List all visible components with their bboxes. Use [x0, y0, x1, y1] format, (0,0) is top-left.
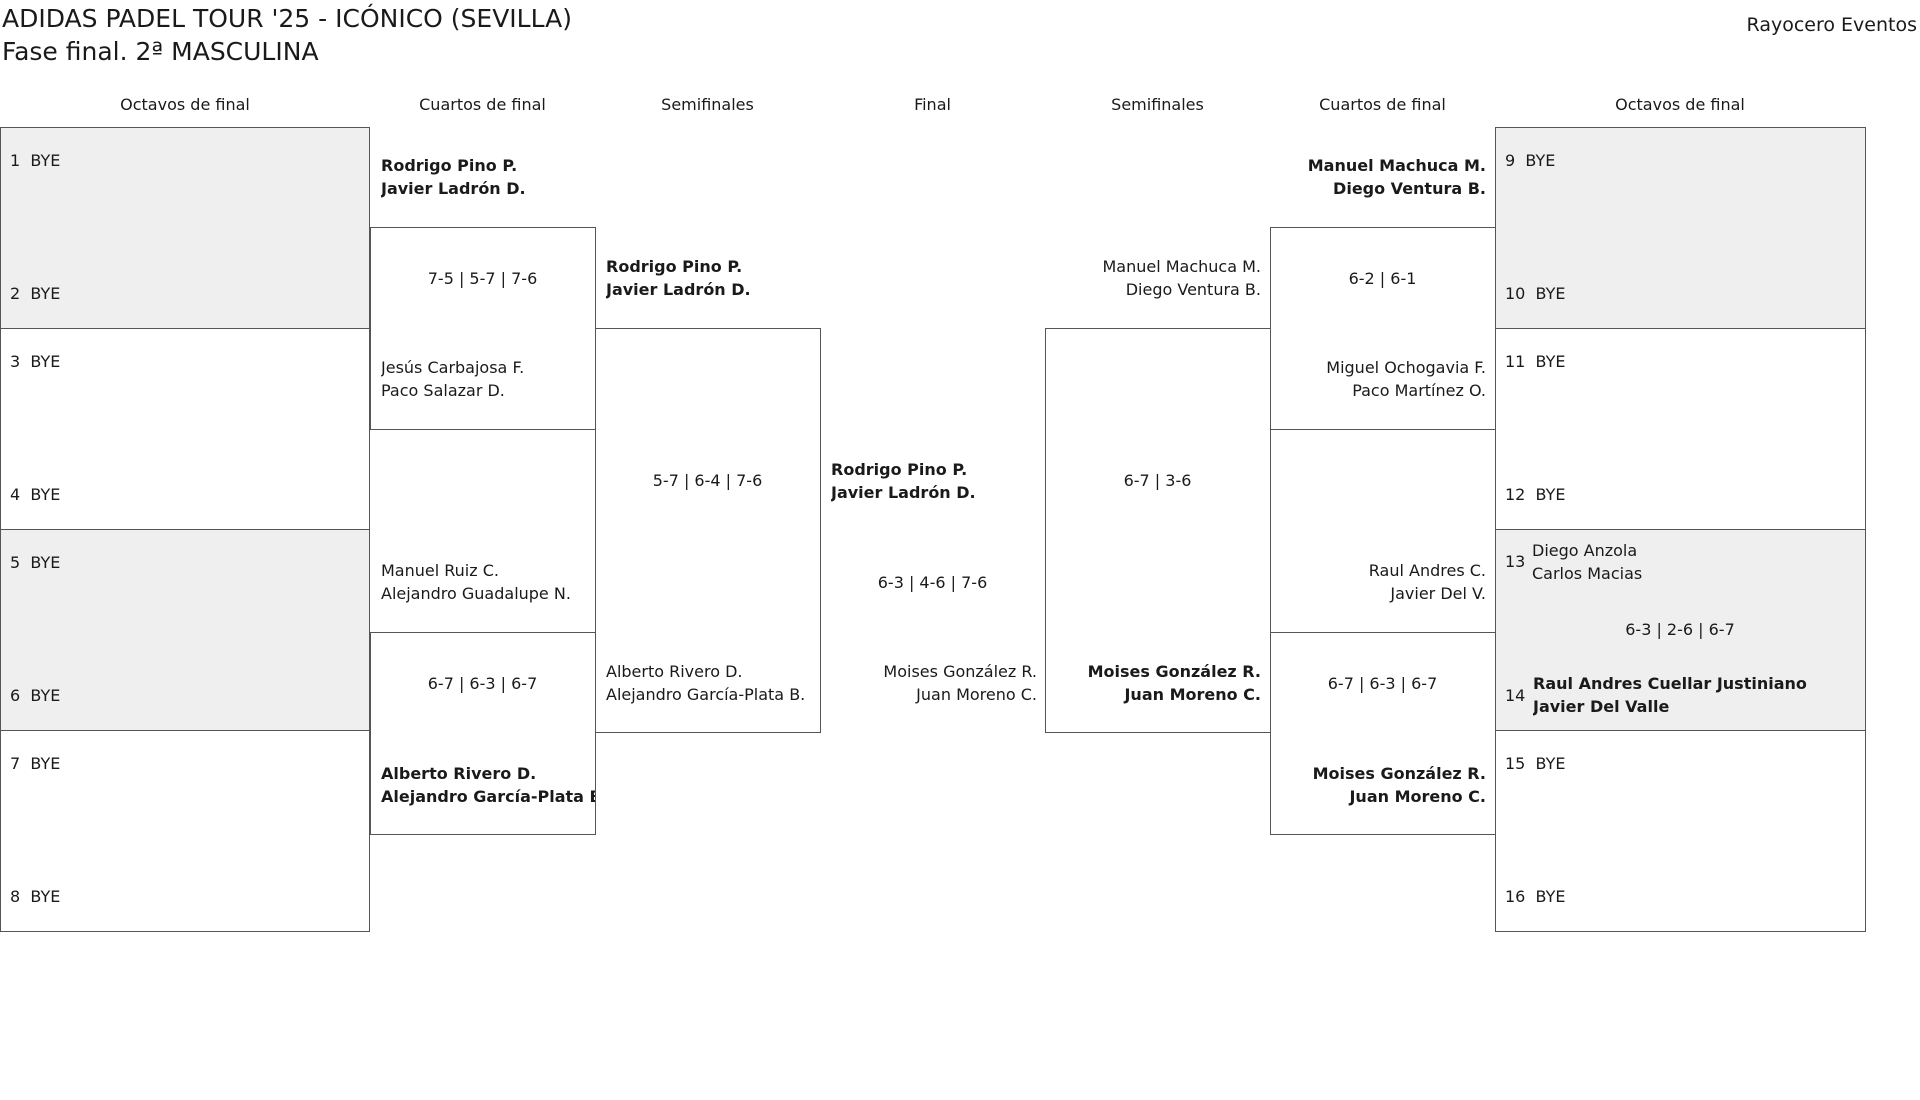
round-header-left-sf: Semifinales — [661, 95, 754, 114]
seed-row: 15 BYE — [1505, 754, 1566, 773]
left-qf-score-2: 6-7 | 6-3 | 6-7 — [427, 674, 538, 693]
final-pair-bottom: Moises González R.Juan Moreno C. — [883, 662, 1037, 704]
left-qf-match-2 — [370, 632, 596, 835]
right-qf-pair-3: Raul Andres C.Javier Del V. — [1368, 561, 1486, 603]
round-header-left-r16: Octavos de final — [120, 95, 250, 114]
round-header-final: Final — [914, 95, 951, 114]
final-pair-top: Rodrigo Pino P.Javier Ladrón D. — [831, 460, 976, 502]
seed-row: 9 BYE — [1505, 151, 1556, 170]
left-sf-score: 5-7 | 6-4 | 7-6 — [652, 471, 763, 490]
organizer-name: Rayocero Eventos — [1746, 14, 1917, 36]
right-r16-match-1 — [1495, 127, 1866, 329]
final-score: 6-3 | 4-6 | 7-6 — [877, 573, 988, 592]
right-r16-match-4 — [1495, 730, 1866, 932]
seed-row: 2 BYE — [10, 284, 61, 303]
right-qf-pair-1: Manuel Machuca M.Diego Ventura B. — [1307, 156, 1486, 198]
seed-row: 10 BYE — [1505, 284, 1566, 303]
left-qf-score-1: 7-5 | 5-7 | 7-6 — [427, 269, 538, 288]
left-sf-match — [595, 328, 821, 733]
left-r16-match-4 — [0, 730, 370, 932]
seed-number: 14 — [1505, 686, 1526, 705]
left-qf-pair-4: Alberto Rivero D.Alejandro García-Plata … — [381, 764, 595, 806]
left-r16-match-3 — [0, 529, 370, 731]
right-sf-match — [1045, 328, 1271, 733]
right-qf-score-1: 6-2 | 6-1 — [1348, 269, 1417, 288]
round-header-right-r16: Octavos de final — [1615, 95, 1745, 114]
seed-row: 16 BYE — [1505, 887, 1566, 906]
right-qf-pair-4: Moises González R.Juan Moreno C. — [1312, 764, 1486, 806]
page-title: ADIDAS PADEL TOUR '25 - ICÓNICO (SEVILLA… — [2, 4, 572, 33]
seed-row: 5 BYE — [10, 553, 61, 572]
seed-row: 8 BYE — [10, 887, 61, 906]
left-qf-pair-2: Jesús Carbajosa F.Paco Salazar D. — [381, 358, 525, 400]
seed-row: 4 BYE — [10, 485, 61, 504]
right-r16-score: 6-3 | 2-6 | 6-7 — [1625, 620, 1735, 639]
right-sf-score: 6-7 | 3-6 — [1123, 471, 1192, 490]
right-sf-pair-1: Manuel Machuca M.Diego Ventura B. — [1102, 257, 1261, 299]
seed-row: 1 BYE — [10, 151, 61, 170]
left-qf-pair-3: Manuel Ruiz C.Alejandro Guadalupe N. — [381, 561, 571, 603]
round-header-right-sf: Semifinales — [1111, 95, 1204, 114]
seed-row: 6 BYE — [10, 686, 61, 705]
seed-row: 12 BYE — [1505, 485, 1566, 504]
page-subtitle: Fase final. 2ª MASCULINA — [2, 37, 319, 66]
seed-row: 7 BYE — [10, 754, 61, 773]
left-qf-pair-1: Rodrigo Pino P.Javier Ladrón D. — [381, 156, 526, 198]
left-sf-pair-2: Alberto Rivero D.Alejandro García-Plata … — [606, 662, 806, 704]
right-sf-pair-2: Moises González R.Juan Moreno C. — [1087, 662, 1261, 704]
left-r16-match-1 — [0, 127, 370, 329]
seed-row: 3 BYE — [10, 352, 61, 371]
seed-number: 13 — [1505, 552, 1526, 571]
seed-row: 11 BYE — [1505, 352, 1566, 371]
right-qf-score-2: 6-7 | 6-3 | 6-7 — [1327, 674, 1438, 693]
round-header-right-qf: Cuartos de final — [1319, 95, 1446, 114]
right-qf-pair-2: Miguel Ochogavia F.Paco Martínez O. — [1326, 358, 1486, 400]
round-header-left-qf: Cuartos de final — [419, 95, 546, 114]
left-sf-pair-1: Rodrigo Pino P.Javier Ladrón D. — [606, 257, 751, 299]
